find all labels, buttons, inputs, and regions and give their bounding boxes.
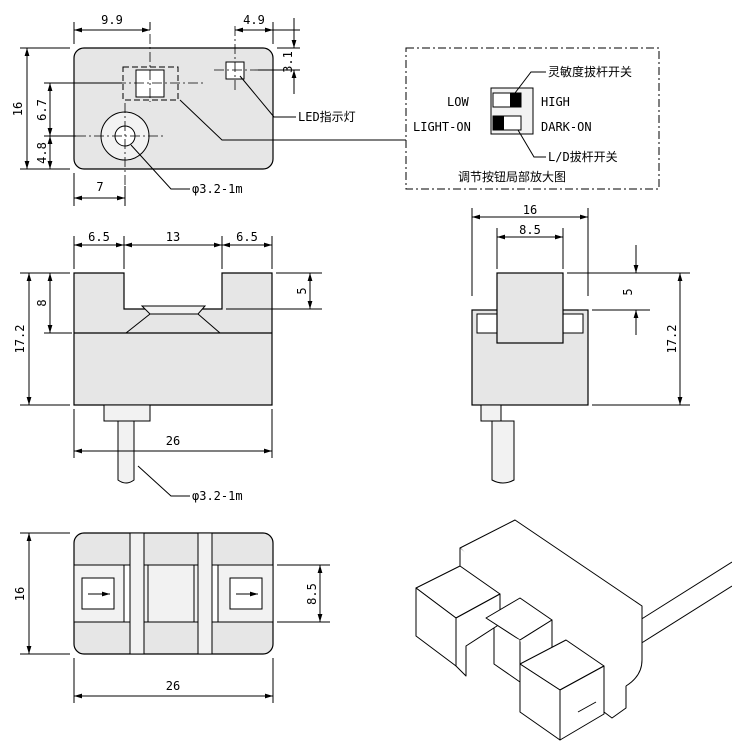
bottom-center xyxy=(147,564,195,623)
dim-front-width: 26 xyxy=(166,434,180,448)
side-cable-nut xyxy=(480,404,502,422)
label-high: HIGH xyxy=(541,95,570,109)
label-ld-switch: L/D拔杆开关 xyxy=(548,149,618,164)
dim-front-slot: 8 xyxy=(35,299,49,306)
dim-side-inner: 8.5 xyxy=(519,223,541,237)
label-low: LOW xyxy=(447,95,469,109)
dim-side-width: 16 xyxy=(523,203,537,217)
detail-view: LOW HIGH LIGHT-ON DARK-ON 灵敏度拔杆开关 L/D拔杆开… xyxy=(405,47,660,190)
dim-low: 4.8 xyxy=(35,142,49,164)
label-sensitivity-switch: 灵敏度拔杆开关 xyxy=(548,64,632,79)
front-switch-cap xyxy=(140,305,207,315)
bottom-view: 16 8.5 26 xyxy=(13,532,330,703)
ld-lever[interactable] xyxy=(493,116,504,130)
label-dark-on: DARK-ON xyxy=(541,120,592,134)
side-cable xyxy=(491,420,515,484)
dim-front-depth: 5 xyxy=(295,287,309,294)
sensor-3d-icon xyxy=(415,519,732,741)
front-cable xyxy=(117,420,135,484)
dim-bottom-width: 26 xyxy=(166,679,180,693)
dim-side-depth: 5 xyxy=(621,288,635,295)
dim-front-left: 6.5 xyxy=(88,230,110,244)
side-view: 16 8.5 5 17.2 xyxy=(471,203,690,484)
dim-top-right: 4.9 xyxy=(243,13,265,27)
top-view: 9.9 4.9 3.1 16 6.7 4.8 7 LED指示灯 xyxy=(11,13,406,206)
sensitivity-lever[interactable] xyxy=(510,93,521,107)
detail-title: 调节按钮局部放大图 xyxy=(458,169,566,184)
front-cable-nut xyxy=(103,404,151,422)
dim-front-right: 6.5 xyxy=(236,230,258,244)
dim-top-left: 9.9 xyxy=(101,13,123,27)
dim-bottom-inner: 8.5 xyxy=(305,583,319,605)
front-view: 6.5 13 6.5 17.2 8 5 26 φ3.2-1m xyxy=(13,230,322,503)
bottom-rib-right xyxy=(197,532,213,655)
front-body xyxy=(73,272,273,406)
dim-front-height: 17.2 xyxy=(13,325,27,354)
switch-outline xyxy=(122,66,179,101)
dim-front-middle: 13 xyxy=(166,230,180,244)
dim-height: 16 xyxy=(11,102,25,116)
dim-hole-x: 7 xyxy=(96,180,103,194)
bottom-rib-left xyxy=(129,532,145,655)
dim-side-height: 17.2 xyxy=(665,325,679,354)
led-callout: LED指示灯 xyxy=(298,109,356,124)
cable-callout-front: φ3.2-1m xyxy=(192,489,243,503)
side-switch-block xyxy=(496,272,564,344)
dim-right-offset: 3.1 xyxy=(281,51,295,73)
detail-frame xyxy=(405,47,660,190)
label-light-on: LIGHT-ON xyxy=(413,120,471,134)
dim-mid: 6.7 xyxy=(35,99,49,121)
cable-callout-top: φ3.2-1m xyxy=(192,182,243,196)
dim-bottom-height: 16 xyxy=(13,587,27,601)
